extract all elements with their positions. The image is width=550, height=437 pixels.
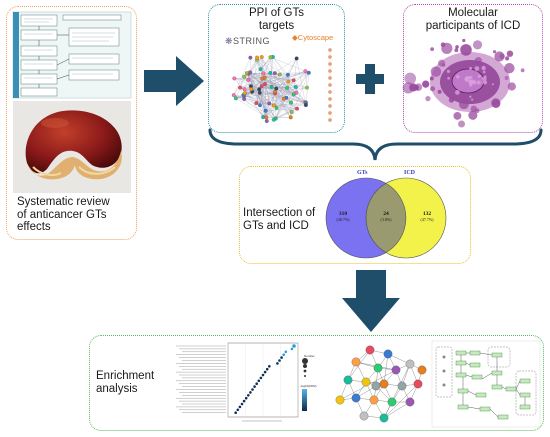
review-panel: [6, 6, 137, 240]
venn-only-a: 310 (48.7%): [336, 211, 350, 222]
venn-both: 24 (3.8%): [380, 211, 392, 222]
venn-label: Intersection of GTs and ICD: [243, 207, 316, 232]
dotplot-size-legend-title: Number: [304, 354, 315, 358]
cytoscape-logo-icon: ◆: [292, 33, 298, 42]
enrichment-dot-plot: [172, 339, 322, 427]
cytoscape-logo: ◆Cytoscape: [292, 33, 334, 42]
venn-set-a-label: GTs: [357, 170, 368, 176]
venn-set-b-label: ICD: [404, 170, 416, 176]
plus-sign: [356, 64, 384, 94]
pathway-map: [431, 340, 541, 428]
enrichment-panel: [89, 335, 544, 431]
ppi-title: PPI of GTs targets: [249, 7, 304, 32]
ganoderma-mushroom-image: [13, 101, 131, 193]
string-logo-icon: ❋: [225, 36, 234, 46]
dying-cell-illustration: [402, 38, 525, 128]
down-arrow: [342, 270, 400, 332]
venn-panel: [239, 166, 471, 264]
ppi-panel: [208, 4, 345, 133]
prisma-flowchart-thumbnail: [12, 11, 132, 99]
venn-diagram: [325, 177, 447, 259]
enrichment-network-graph: [335, 345, 427, 423]
curly-brace: [208, 128, 543, 161]
venn-only-b: 132 (47.7%): [420, 211, 434, 222]
enrichment-label: Enrichment analysis: [96, 370, 155, 395]
ppi-network-graph: [231, 48, 332, 123]
right-arrow: [144, 56, 204, 106]
icd-title: Molecular participants of ICD: [425, 7, 521, 32]
icd-panel: [403, 4, 543, 133]
review-label: Systematic review of anticancer GTs effe…: [17, 196, 110, 233]
string-logo: ❋STRING: [225, 36, 271, 46]
dotplot-colorbar-title: -log10(FDR): [300, 384, 317, 388]
